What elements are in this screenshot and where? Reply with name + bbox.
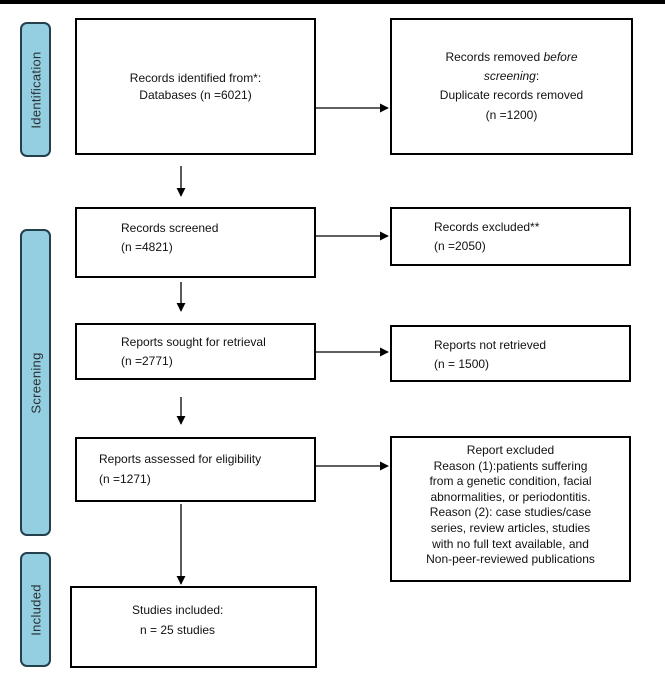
exclusion-reason-line: Non-peer-reviewed publications xyxy=(426,552,595,567)
records-removed-title: Records removed before xyxy=(445,50,578,64)
records-screened-label: Records screened xyxy=(121,221,219,235)
records-screened-box: Records screened (n =4821) xyxy=(75,207,316,278)
records-removed-box: Records removed before screening: Duplic… xyxy=(390,18,633,155)
reports-sought-box: Reports sought for retrieval (n =2771) xyxy=(75,323,316,380)
reports-not-retrieved-label: Reports not retrieved xyxy=(434,338,547,352)
records-removed-subtitle: screening: xyxy=(483,69,540,84)
reports-assessed-label: Reports assessed for eligibility xyxy=(99,452,262,466)
exclusion-reason-line: abnormalities, or periodontitis. xyxy=(430,489,591,504)
reports-assessed-count: (n =1271) xyxy=(99,472,151,487)
reports-sought-count: (n =2771) xyxy=(121,354,173,369)
records-excluded-box: Records excluded** (n =2050) xyxy=(390,207,631,266)
report-excluded-box: Report excluded Reason (1):patients suff… xyxy=(390,436,631,582)
exclusion-reason-line: with no full text available, and xyxy=(432,536,589,551)
exclusion-reason-line: from a genetic condition, facial xyxy=(429,474,592,489)
phase-screening: Screening xyxy=(20,229,51,536)
reports-assessed-box: Reports assessed for eligibility (n =127… xyxy=(75,437,316,502)
records-excluded-label: Records excluded** xyxy=(434,220,540,234)
records-identified-label: Records identified from*: xyxy=(129,71,262,85)
studies-included-label: Studies included: xyxy=(132,603,224,617)
studies-included-box: Studies included: n = 25 studies xyxy=(70,586,317,668)
exclusion-reason-line: Reason (2): case studies/case xyxy=(429,505,592,520)
records-screened-count: (n =4821) xyxy=(121,240,173,255)
reports-sought-label: Reports sought for retrieval xyxy=(121,335,266,349)
phase-included: Included xyxy=(20,552,51,667)
records-excluded-count: (n =2050) xyxy=(434,239,486,254)
studies-included-count: n = 25 studies xyxy=(140,623,216,638)
exclusion-reason-line: Reason (1):patients suffering xyxy=(433,458,588,473)
top-rule xyxy=(0,0,665,4)
duplicate-records-label: Duplicate records removed xyxy=(439,88,584,103)
duplicate-records-count: (n =1200) xyxy=(485,107,538,122)
exclusion-reason-line: series, review articles, studies xyxy=(430,520,591,535)
records-identified-count: Databases (n =6021) xyxy=(139,88,252,103)
report-excluded-title: Report excluded xyxy=(466,443,555,457)
reports-not-retrieved-count: (n = 1500) xyxy=(434,357,490,372)
phase-identification: Identification xyxy=(20,22,51,157)
reports-not-retrieved-box: Reports not retrieved (n = 1500) xyxy=(390,325,631,382)
records-identified-box: Records identified from*: Databases (n =… xyxy=(75,18,316,155)
